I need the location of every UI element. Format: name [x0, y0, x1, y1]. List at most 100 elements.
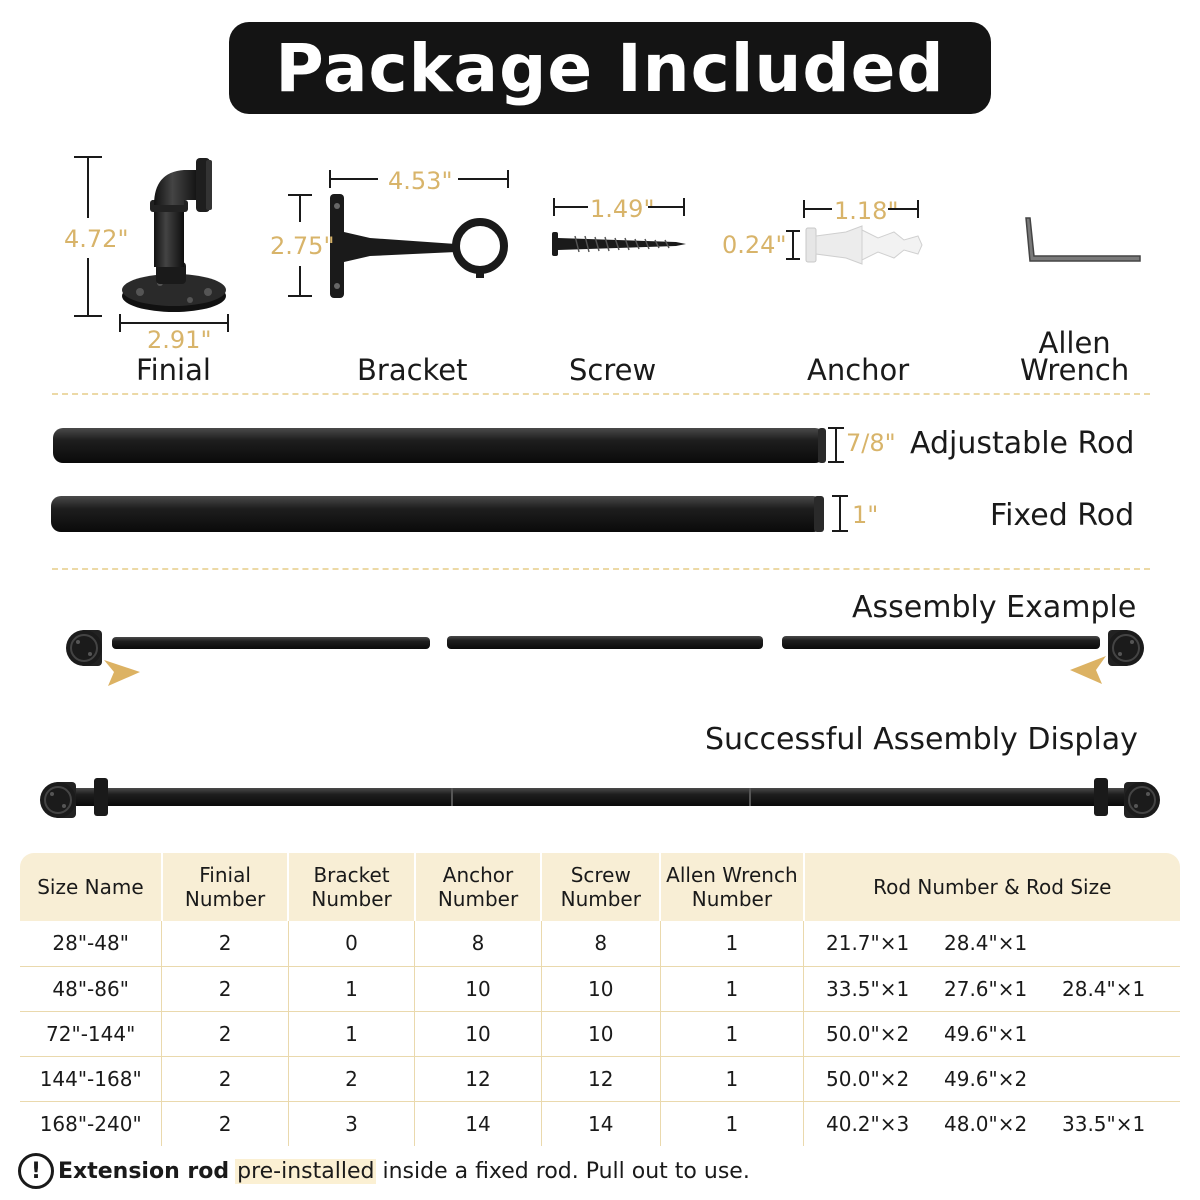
adjustable-rod-dim: 7/8" [846, 429, 896, 457]
fixed-rod-label: Fixed Rod [990, 498, 1135, 533]
note: ! Extension rod pre-installed inside a f… [18, 1153, 750, 1189]
table-cell: 2 [161, 921, 289, 967]
rod-size-cell: 40.2"×3 48.0"×2 33.5"×1 [804, 1101, 1181, 1146]
table-cell: 10 [541, 966, 661, 1012]
table-cell: 8 [414, 921, 542, 967]
table-cell: 1 [660, 921, 805, 967]
rod-size-value: 49.6"×2 [944, 1066, 1028, 1091]
rod-size-cell: 21.7"×1 28.4"×1 [803, 921, 1180, 967]
fixed-rod-dim: 1" [852, 501, 879, 529]
table-cell: 1 [660, 1101, 805, 1146]
table-cell: 12 [541, 1056, 661, 1102]
table-cell: 2 [161, 1056, 289, 1102]
divider [52, 393, 1150, 395]
rod-size-value [1062, 1022, 1180, 1046]
arrow-left-icon [1070, 656, 1106, 684]
table-cell: 10 [414, 1011, 542, 1057]
finial-dimension [74, 156, 229, 332]
finial-label: Finial [136, 353, 211, 387]
assembly-display-label: Successful Assembly Display [705, 722, 1138, 757]
allen-wrench-icon [1025, 217, 1141, 262]
page-title: Package Included [275, 29, 945, 107]
bracket-dimension [288, 170, 509, 297]
header-bracket-number: Bracket Number [288, 853, 416, 921]
note-bold: Extension rod [58, 1158, 230, 1184]
fixed-rod-icon [51, 495, 848, 532]
assembly-example-diagram [65, 629, 1145, 686]
rod-size-value: 49.6"×1 [944, 1021, 1028, 1046]
note-highlight: pre-installed [235, 1158, 377, 1184]
rod-size-value: 27.6"×1 [944, 976, 1028, 1001]
anchor-label: Anchor [807, 353, 910, 387]
table-cell: 2 [161, 1101, 289, 1146]
rod-size-cell: 50.0"×2 49.6"×1 [803, 1011, 1180, 1057]
rod-size-value: 40.2"×3 [826, 1111, 910, 1136]
title-banner: Package Included [229, 22, 991, 114]
screw-length-label: 1.49" [590, 195, 655, 223]
table-cell: 144"-168" [20, 1056, 163, 1102]
table-cell: 2 [288, 1056, 416, 1102]
finial-height-label: 4.72" [64, 225, 129, 253]
table-cell: 14 [414, 1101, 542, 1146]
assembly-example-label: Assembly Example [852, 590, 1137, 625]
note-text: inside a fixed rod. Pull out to use. [382, 1158, 750, 1184]
arrow-right-icon [104, 660, 140, 686]
table-cell: 2 [161, 966, 289, 1012]
allen-wrench-label: Allen Wrench [1020, 326, 1130, 387]
table-cell: 1 [660, 1011, 805, 1057]
bracket-length-label: 4.53" [388, 167, 453, 195]
screw-label: Screw [569, 353, 657, 387]
screw-icon [552, 232, 686, 256]
table-cell: 1 [288, 966, 416, 1012]
table-cell: 14 [541, 1101, 661, 1146]
illustration-layer [39, 156, 1161, 819]
table-cell: 2 [161, 1011, 289, 1057]
adjustable-rod-icon [53, 427, 844, 463]
bracket-icon [330, 194, 508, 298]
rod-size-value: 28.4"×1 [1062, 976, 1146, 1001]
table-cell: 48"-86" [20, 966, 163, 1012]
table-cell: 0 [288, 921, 416, 967]
rod-size-value: 50.0"×2 [826, 1021, 910, 1046]
table-cell: 8 [541, 921, 661, 967]
divider [52, 568, 1150, 570]
rod-size-value: 28.4"×1 [944, 931, 1028, 956]
adjustable-rod-label: Adjustable Rod [910, 426, 1135, 461]
table-cell: 3 [288, 1101, 416, 1146]
table-cell: 1 [288, 1011, 416, 1057]
rod-size-value: 33.5"×1 [1062, 1111, 1146, 1136]
table-cell: 12 [414, 1056, 542, 1102]
table-cell: 1 [660, 1056, 805, 1102]
anchor-diameter-label: 0.24" [722, 231, 787, 259]
header-size-name: Size Name [20, 853, 163, 921]
rod-size-value: 21.7"×1 [826, 931, 910, 956]
header-allen-wrench-number: Allen Wrench Number [660, 853, 805, 921]
table-cell: 72"-144" [20, 1011, 163, 1057]
rod-size-value [1062, 1067, 1180, 1091]
screw-dimension [553, 198, 685, 216]
header-anchor-number: Anchor Number [414, 853, 543, 921]
header-screw-number: Screw Number [541, 853, 662, 921]
table-cell: 28"-48" [20, 921, 163, 967]
rod-size-value: 48.0"×2 [944, 1111, 1028, 1136]
anchor-icon [805, 225, 923, 265]
anchor-length-label: 1.18" [834, 197, 899, 225]
bracket-height-label: 2.75" [270, 232, 335, 260]
rod-size-value [1062, 931, 1180, 955]
anchor-dimension [786, 200, 919, 260]
finial-icon [122, 158, 226, 312]
table-cell: 10 [541, 1011, 661, 1057]
table-cell: 168"-240" [20, 1101, 163, 1146]
package-table: Size Name Finial Number Bracket Number A… [20, 853, 1180, 1146]
finial-base-label: 2.91" [147, 326, 212, 354]
table-header-row: Size Name Finial Number Bracket Number A… [20, 853, 1180, 921]
bracket-label: Bracket [357, 353, 468, 387]
table-cell: 10 [414, 966, 542, 1012]
